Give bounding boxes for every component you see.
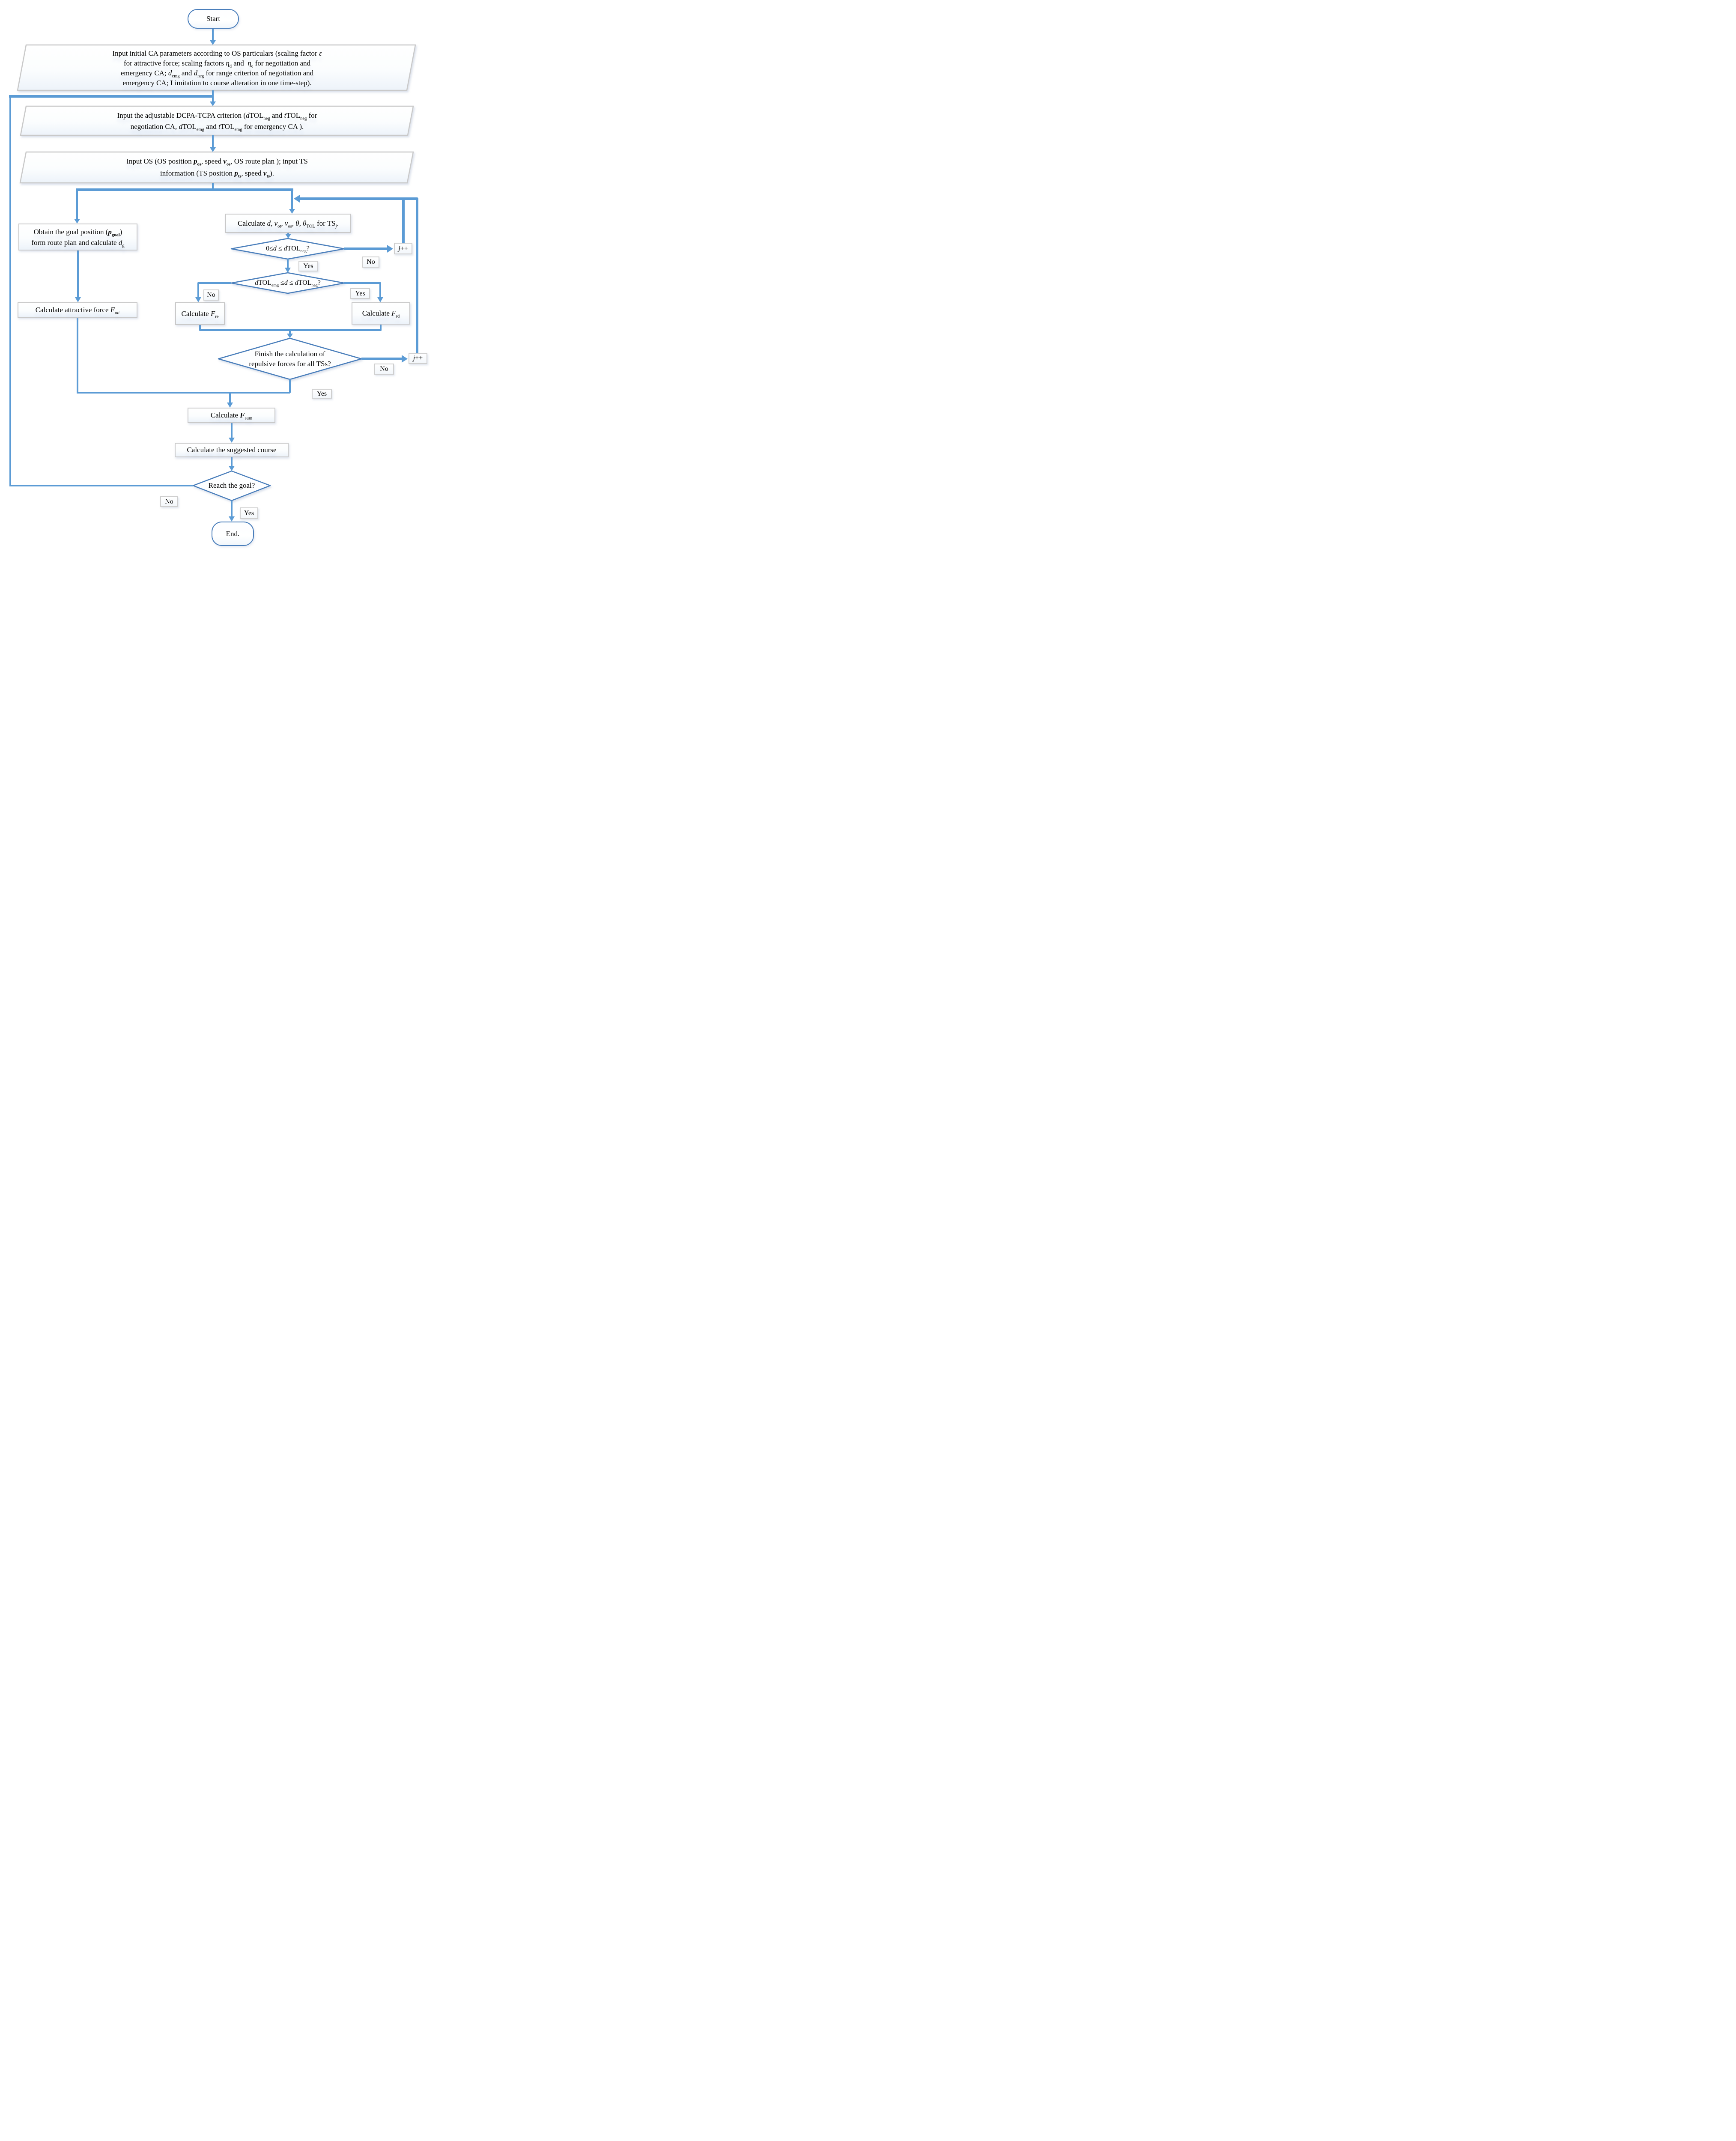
all-ts-yes-label: Yes bbox=[312, 389, 332, 399]
input-params-line4: emergency CA; Limitation to course alter… bbox=[122, 79, 312, 87]
goal-yes-label: Yes bbox=[240, 507, 258, 519]
input-criterion-shape bbox=[20, 105, 414, 136]
calc-fsum-node: Calculate Fsum bbox=[188, 408, 275, 423]
all-ts-yes-text: Yes bbox=[316, 390, 327, 397]
obtain-goal-node: Obtain the goal position (pgoal) form ro… bbox=[18, 224, 137, 250]
input-os-ts-shape bbox=[19, 151, 414, 184]
calc-fatt-node: Calculate attractive force Fatt bbox=[18, 302, 137, 318]
increment-j-mid-node: j++ bbox=[409, 353, 427, 364]
end-label: End. bbox=[226, 529, 240, 538]
emg-yes-text: Yes bbox=[355, 289, 365, 297]
calc-frd-label: Calculate Frd bbox=[362, 309, 400, 319]
calc-course-label: Calculate the suggested course bbox=[187, 446, 277, 454]
end-node: End. bbox=[212, 522, 254, 546]
flowchart-connectors bbox=[9, 29, 418, 522]
input-os-ts-line2: information (TS position pts, speed vts)… bbox=[160, 169, 274, 179]
increment-j-top-node: j++ bbox=[394, 243, 412, 254]
input-criterion-line1: Input the adjustable DCPA-TCPA criterion… bbox=[117, 111, 317, 121]
calc-fatt-label: Calculate attractive force Fatt bbox=[35, 306, 120, 316]
calc-fre-label: Calculate Fre bbox=[181, 309, 219, 319]
obtain-goal-line2: form route plan and calculate dg bbox=[31, 238, 125, 248]
increment-j-top-label: j++ bbox=[398, 245, 408, 252]
calc-frd-node: Calculate Frd bbox=[352, 302, 410, 325]
increment-j-mid-label: j++ bbox=[413, 355, 423, 362]
start-node: Start bbox=[188, 9, 239, 29]
neg-yes-label: Yes bbox=[298, 261, 318, 271]
input-params-line1: Input initial CA parameters according to… bbox=[112, 49, 322, 57]
emg-no-label: No bbox=[203, 289, 219, 301]
input-params-node: Input initial CA parameters according to… bbox=[50, 48, 384, 88]
decision-emg-range-label: dTOLemg ≤d ≤ dTOLneg? bbox=[255, 279, 321, 288]
input-params-shape bbox=[17, 44, 416, 91]
flowchart: Start Input initial CA parameters accord… bbox=[0, 0, 434, 549]
calc-ts-params-label: Calculate d, vot, vos, θ, θTOL for TSj. bbox=[238, 219, 339, 229]
decision-neg-range-label: 0≤d ≤ dTOLneg? bbox=[266, 245, 310, 254]
input-os-ts-line1: Input OS (OS position pos, speed vos, OS… bbox=[126, 157, 308, 167]
decision-emg-range-shape bbox=[230, 272, 345, 294]
neg-no-label: No bbox=[362, 256, 379, 268]
goal-no-text: No bbox=[165, 498, 173, 505]
start-label: Start bbox=[206, 15, 221, 23]
input-os-ts-node: Input OS (OS position pos, speed vos, OS… bbox=[50, 155, 384, 179]
input-criterion-line2: negotiation CA, dTOLemg and tTOLemg for … bbox=[130, 122, 304, 132]
input-criterion-node: Input the adjustable DCPA-TCPA criterion… bbox=[50, 110, 384, 132]
input-params-line3: emergency CA; demg and dneg for range cr… bbox=[120, 69, 314, 79]
calc-fre-node: Calculate Fre bbox=[175, 302, 225, 325]
calc-fsum-label: Calculate Fsum bbox=[210, 411, 253, 421]
all-ts-no-label: No bbox=[374, 364, 394, 375]
goal-no-label: No bbox=[160, 496, 178, 507]
emg-no-text: No bbox=[207, 291, 215, 298]
decision-neg-range-text: 0≤d ≤ dTOLneg? bbox=[231, 244, 344, 254]
calc-ts-params-node: Calculate d, vot, vos, θ, θTOL for TSj. bbox=[225, 214, 351, 233]
all-ts-no-text: No bbox=[380, 365, 388, 373]
neg-yes-text: Yes bbox=[303, 262, 313, 270]
calc-course-node: Calculate the suggested course bbox=[175, 443, 289, 457]
goal-yes-text: Yes bbox=[244, 509, 254, 517]
obtain-goal-line1: Obtain the goal position (pgoal) bbox=[33, 227, 122, 237]
neg-no-text: No bbox=[367, 258, 375, 265]
emg-yes-label: Yes bbox=[350, 288, 370, 299]
decision-emg-range-text: dTOLemg ≤d ≤ dTOLneg? bbox=[231, 278, 344, 288]
input-params-line2: for attractive force; scaling factors ηd… bbox=[123, 59, 311, 69]
decision-goal-text: Reach the goal? bbox=[193, 480, 270, 491]
decision-goal-label: Reach the goal? bbox=[208, 481, 255, 489]
